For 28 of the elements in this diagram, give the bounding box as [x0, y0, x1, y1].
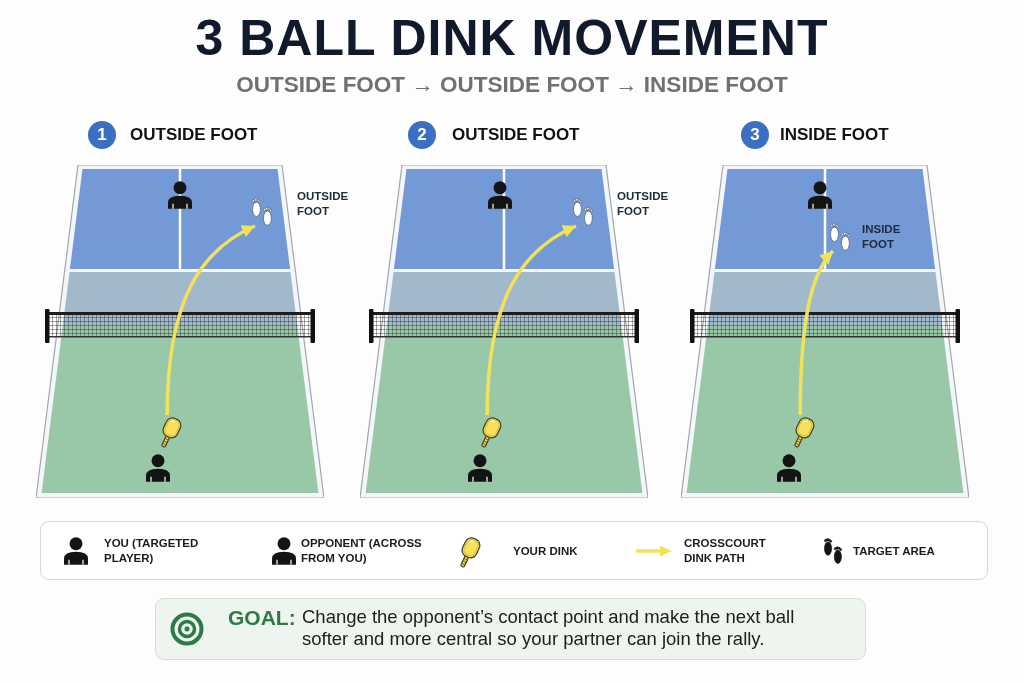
dink-path-arrow [798, 249, 835, 415]
goal-label: GOAL: [228, 606, 296, 630]
footprints-icon [252, 198, 272, 226]
step-heading: OUTSIDE FOOT [130, 124, 258, 146]
legend-label: YOU (TARGETED PLAYER) [104, 536, 200, 566]
paddle-icon [480, 415, 504, 448]
subtitle: OUTSIDE FOOT → OUTSIDE FOOT → INSIDE FOOT [236, 71, 788, 99]
step-number: 3 [741, 121, 769, 149]
legend-label: TARGET AREA [853, 543, 935, 559]
goal-text: Change the opponent’s contact point and make the next ball softer and more central so your partner can join the rally. [302, 606, 796, 650]
paddle-icon [160, 415, 184, 448]
step-heading: OUTSIDE FOOT [452, 124, 580, 146]
dink-path-arrow [165, 224, 256, 416]
footprints-icon [573, 198, 593, 226]
goal-panel [155, 598, 866, 660]
dink-path-arrow [485, 224, 577, 416]
legend-label: OPPONENT (ACROSS FROM YOU) [301, 536, 423, 566]
step-number: 1 [88, 121, 116, 149]
step-number: 2 [408, 121, 436, 149]
foot-label: INSIDE FOOT [862, 222, 902, 252]
legend-label: YOUR DINK [513, 543, 578, 559]
title: 3 BALL DINK MOVEMENT [195, 9, 829, 67]
step-heading: INSIDE FOOT [780, 124, 889, 146]
paddle-icon [793, 415, 817, 448]
footprints-icon [830, 223, 850, 251]
foot-label: OUTSIDE FOOT [617, 189, 670, 219]
foot-label: OUTSIDE FOOT [297, 189, 350, 219]
legend-label: CROSSCOURT DINK PATH [684, 536, 767, 566]
